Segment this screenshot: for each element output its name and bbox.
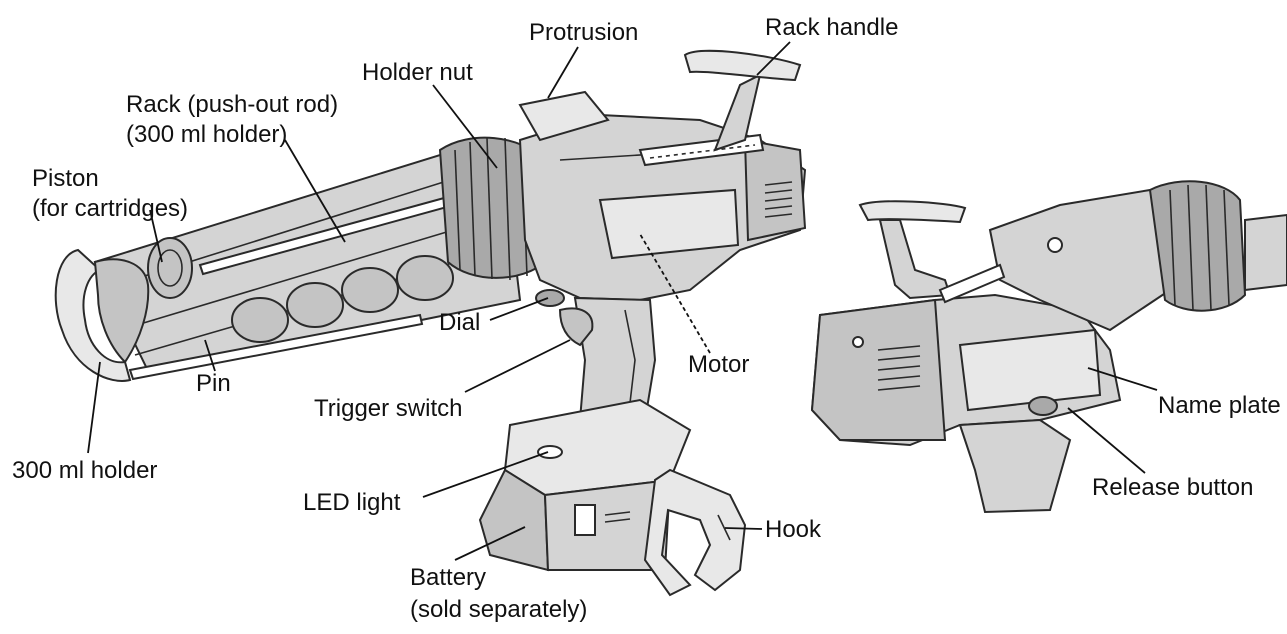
label-battery-line1: Battery <box>410 564 486 591</box>
label-hook: Hook <box>765 516 822 543</box>
label-release-button: Release button <box>1092 474 1253 501</box>
battery-pack <box>478 398 692 572</box>
label-rack-line2: (300 ml holder) <box>126 121 287 148</box>
leader-lines <box>87 41 1158 561</box>
main-tool-illustration <box>54 49 807 597</box>
label-rack-line1: Rack (push-out rod) <box>126 91 338 118</box>
holder-tube <box>93 153 522 381</box>
label-trigger-switch: Trigger switch <box>314 395 462 422</box>
label-piston-line2: (for cartridges) <box>32 195 188 222</box>
label-motor: Motor <box>688 351 749 378</box>
label-protrusion: Protrusion <box>529 19 638 46</box>
name-plate-panel <box>958 328 1102 412</box>
trigger-and-dial <box>535 289 594 347</box>
tool-body <box>518 90 807 302</box>
front-holder <box>54 248 150 382</box>
label-dial: Dial <box>439 309 480 336</box>
label-holder-nut: Holder nut <box>362 59 473 86</box>
label-300ml-holder: 300 ml holder <box>12 457 157 484</box>
label-led-light: LED light <box>303 489 401 516</box>
piston <box>147 237 193 299</box>
label-name-plate: Name plate <box>1158 392 1281 419</box>
label-battery-line2: (sold separately) <box>410 596 587 623</box>
belt-hook <box>643 468 747 597</box>
callout-labels: Protrusion Rack handle Holder nut Rack (… <box>12 14 1281 623</box>
label-piston-line1: Piston <box>32 165 99 192</box>
release-button-shape <box>1028 396 1058 416</box>
label-rack-handle: Rack handle <box>765 14 898 41</box>
rack-and-handle <box>638 49 802 167</box>
rear-view-illustration <box>810 180 1287 514</box>
label-pin: Pin <box>196 370 231 397</box>
